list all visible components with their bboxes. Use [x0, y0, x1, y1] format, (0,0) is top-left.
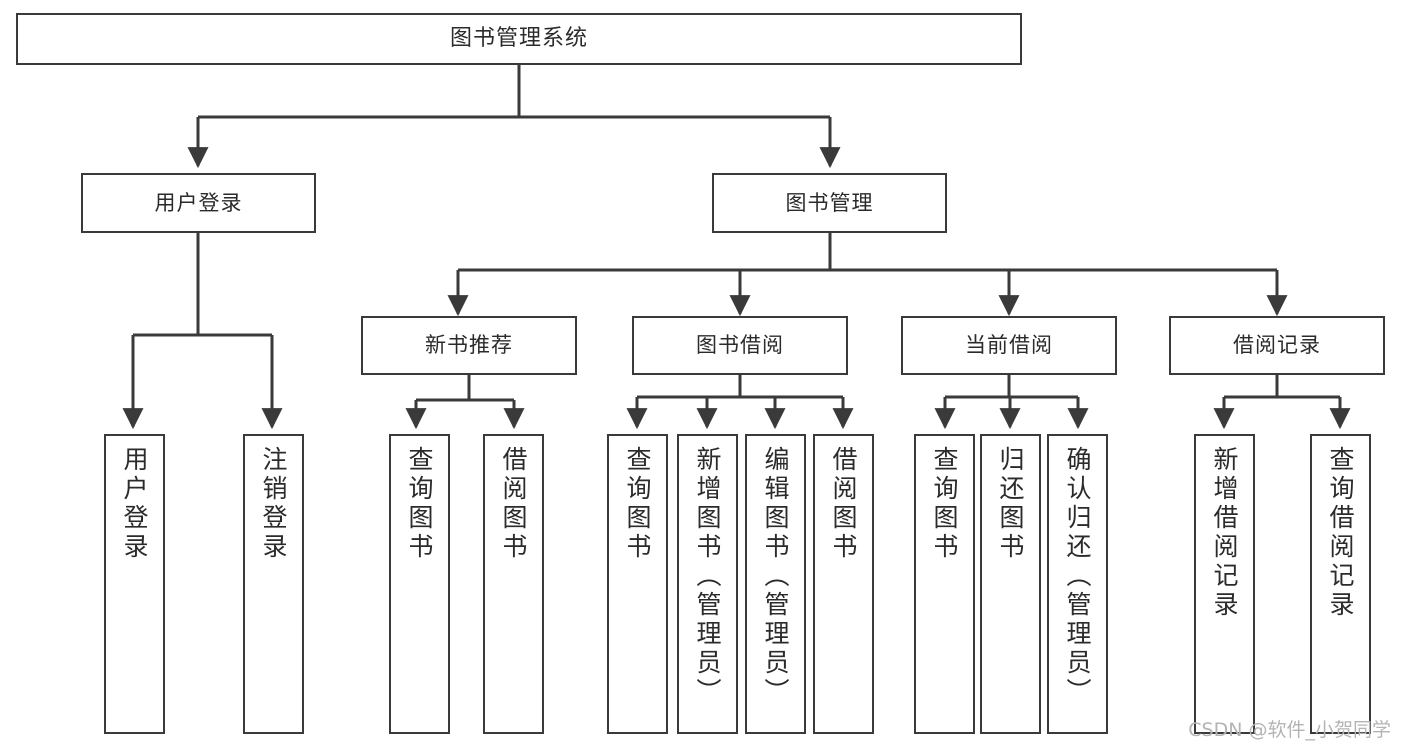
leaf-query-book-borrow[interactable]: 查询图书: [607, 434, 668, 734]
node-label: 图书管理系统: [449, 26, 588, 52]
node-book-borrow[interactable]: 图书借阅: [632, 316, 848, 375]
leaf-query-borrow-record[interactable]: 查询借阅记录: [1310, 434, 1371, 734]
node-label: 新增借阅记录: [1210, 446, 1239, 620]
node-label: 查询图书: [623, 446, 652, 562]
node-label: 用户登录: [154, 190, 243, 215]
node-label: 图书管理: [785, 190, 874, 215]
node-label: 借阅图书: [829, 446, 858, 562]
node-label: 注销登录: [259, 446, 288, 562]
node-label: 用户登录: [120, 446, 149, 562]
node-label: 借阅图书: [499, 446, 528, 562]
leaf-return-book[interactable]: 归还图书: [980, 434, 1041, 734]
leaf-add-book-admin[interactable]: 新增图书（管理员）: [677, 434, 738, 734]
leaf-user-login[interactable]: 用户登录: [104, 434, 165, 734]
node-label: 确认归还（管理员）: [1063, 446, 1092, 707]
node-label: 新书推荐: [425, 333, 513, 358]
leaf-borrow-book[interactable]: 借阅图书: [813, 434, 874, 734]
node-user-login[interactable]: 用户登录: [81, 173, 316, 233]
node-label: 编辑图书（管理员）: [761, 446, 790, 707]
node-label: 查询图书: [930, 446, 959, 562]
node-label: 归还图书: [996, 446, 1025, 562]
node-label: 查询借阅记录: [1326, 446, 1355, 620]
leaf-logout[interactable]: 注销登录: [243, 434, 304, 734]
node-label: 借阅记录: [1233, 333, 1321, 358]
leaf-query-book-current[interactable]: 查询图书: [914, 434, 975, 734]
node-current-borrow[interactable]: 当前借阅: [901, 316, 1117, 375]
leaf-edit-book-admin[interactable]: 编辑图书（管理员）: [745, 434, 806, 734]
node-book-management[interactable]: 图书管理: [712, 173, 947, 233]
node-label: 新增图书（管理员）: [693, 446, 722, 707]
node-label: 当前借阅: [965, 333, 1053, 358]
node-label: 查询图书: [405, 446, 434, 562]
leaf-confirm-return-admin[interactable]: 确认归还（管理员）: [1047, 434, 1108, 734]
leaf-borrow-book-recommend[interactable]: 借阅图书: [483, 434, 544, 734]
node-new-book-recommend[interactable]: 新书推荐: [361, 316, 577, 375]
node-label: 图书借阅: [696, 333, 784, 358]
leaf-add-borrow-record[interactable]: 新增借阅记录: [1194, 434, 1255, 734]
leaf-query-book-recommend[interactable]: 查询图书: [389, 434, 450, 734]
node-borrow-record[interactable]: 借阅记录: [1169, 316, 1385, 375]
node-root-system[interactable]: 图书管理系统: [16, 13, 1022, 65]
csdn-watermark: CSDN @软件_小贺同学: [1188, 719, 1391, 741]
